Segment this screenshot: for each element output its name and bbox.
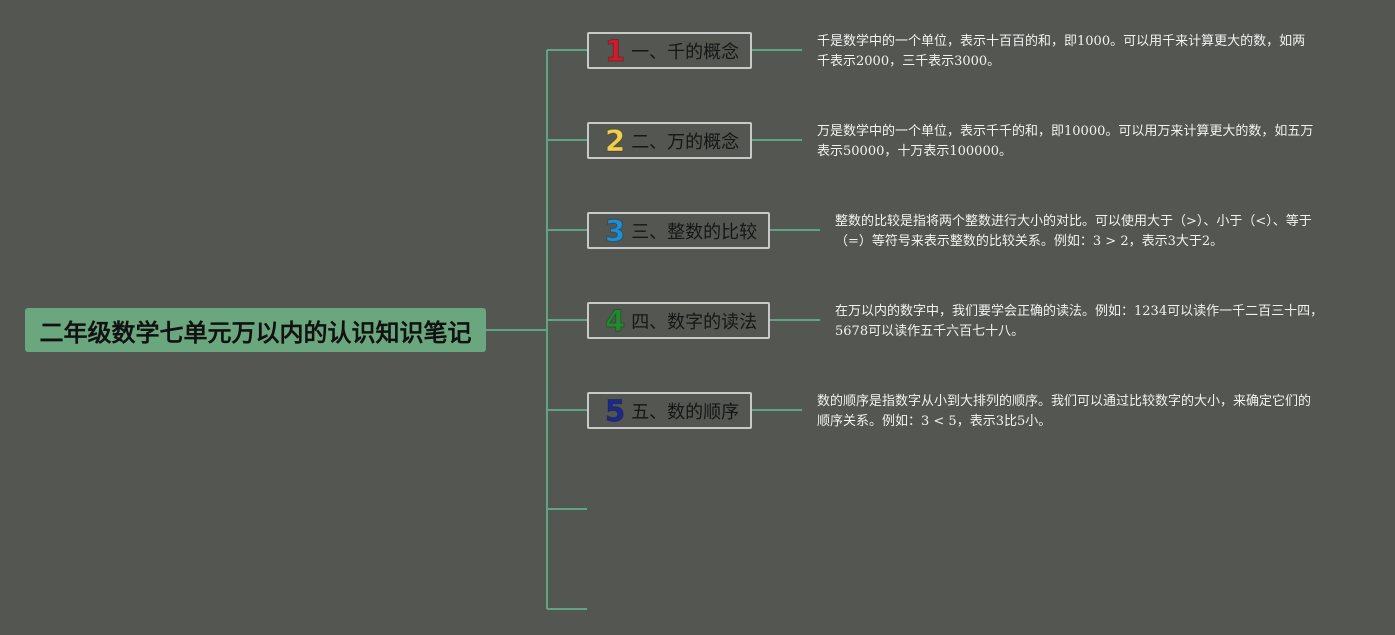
branch-number-5: 5 [604,393,626,428]
root-topic[interactable]: 二年级数学七单元万以内的认识知识笔记 [25,308,486,352]
branch-note-2: 万是数学中的一个单位，表示千千的和，即10000。可以用万来计算更大的数，如五万… [817,124,1314,159]
branch-number-4: 4 [604,303,626,338]
branch-topic-1[interactable]: 1 一、千的概念 [587,32,752,69]
branch-label-1: 一、千的概念 [631,41,740,63]
branch-number-2: 2 [604,123,626,158]
branch-label-2: 二、万的概念 [631,131,740,153]
branch-label-3: 三、整数的比较 [631,221,758,243]
branch-number-3: 3 [604,213,626,248]
root-topic-title: 二年级数学七单元万以内的认识知识笔记 [39,318,472,347]
branch-topic-5[interactable]: 5 五、数的顺序 [587,392,752,429]
branch-topic-3[interactable]: 3 三、整数的比较 [587,212,770,249]
branch-number-1: 1 [604,33,626,68]
branch-note-3: 整数的比较是指将两个整数进行大小的对比。可以使用大于（>）、小于（<）、等于（=… [835,214,1312,249]
branch-topic-2[interactable]: 2 二、万的概念 [587,122,752,159]
branch-note-1: 千是数学中的一个单位，表示十百百的和，即1000。可以用千来计算更大的数，如两千… [817,34,1306,69]
branch-note-4: 在万以内的数字中，我们要学会正确的读法。例如：1234可以读作一千二百三十四，5… [835,304,1324,339]
branch-note-5: 数的顺序是指数字从小到大排列的顺序。我们可以通过比较数字的大小，来确定它们的顺序… [817,394,1312,429]
branch-label-4: 四、数字的读法 [631,311,758,333]
branch-label-5: 五、数的顺序 [631,401,740,423]
branch-topic-4[interactable]: 4 四、数字的读法 [587,302,770,339]
